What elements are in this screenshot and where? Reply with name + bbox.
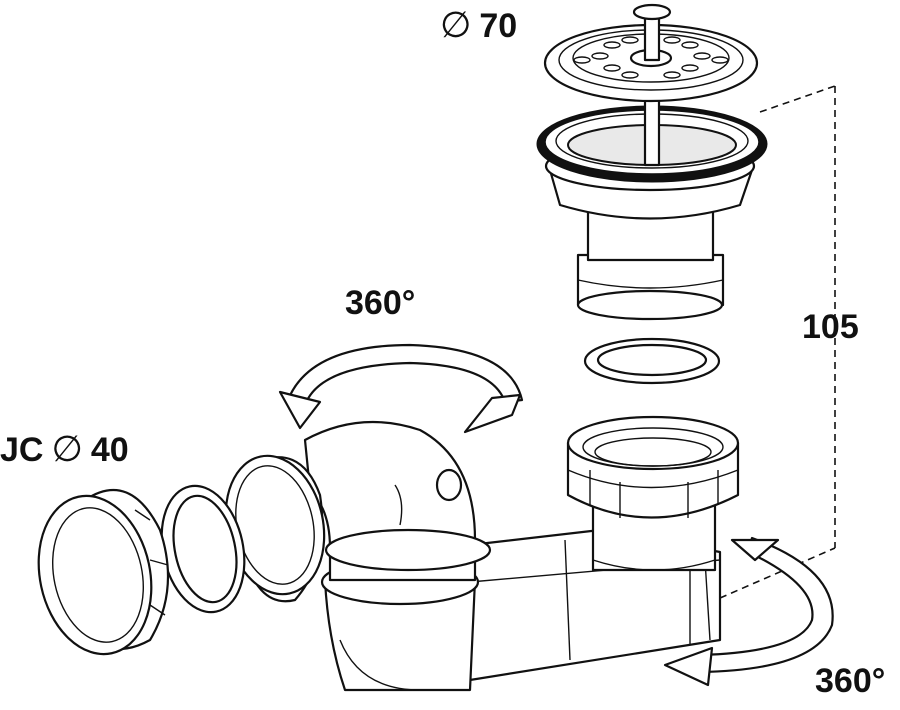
flat-washer xyxy=(583,337,721,385)
rotation-arrow-icon xyxy=(663,536,834,687)
diameter-symbol-icon: ∅ xyxy=(440,5,472,46)
compression-ring xyxy=(160,484,246,614)
diameter-symbol-icon: ∅ xyxy=(51,429,83,470)
height-dimension-label: 105 xyxy=(802,308,859,346)
connector-value: 40 xyxy=(90,431,129,469)
rotation-arrow-icon xyxy=(278,343,524,434)
union-nut xyxy=(566,415,740,519)
swivel-elbow xyxy=(303,420,492,582)
connector-prefix: JC xyxy=(0,431,44,469)
connector-nut xyxy=(37,488,170,656)
connector-label: JC∅40 xyxy=(0,432,129,468)
strainer-diameter-value: 70 xyxy=(479,7,518,45)
strainer-diameter-label: ∅70 xyxy=(432,8,517,44)
rotation-bottom-label: 360° xyxy=(815,662,886,700)
dimension-lines xyxy=(719,85,836,599)
rotation-top-label: 360° xyxy=(345,284,416,322)
strainer-stem xyxy=(643,93,661,167)
strainer-plate xyxy=(543,3,759,103)
